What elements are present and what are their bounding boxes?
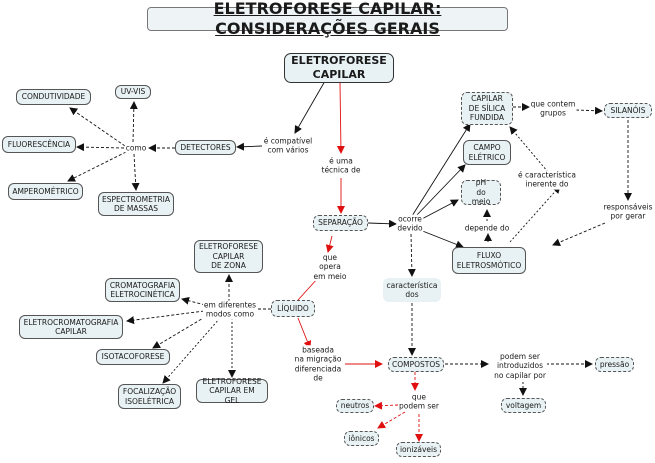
node-amperometrico[interactable]: AMPEROMÉTRICO [8,183,83,200]
link [76,143,125,152]
node-eletroforese-gel[interactable]: ELETROFORESE CAPILAR EM GEL [196,377,268,405]
link [297,277,319,301]
node-ph[interactable]: pH do meio [461,178,501,206]
node-separacao[interactable]: SEPARAÇÃO [313,215,368,231]
label-depende: depende do [463,223,511,233]
label-opera: que opera em meio [312,252,348,282]
node-eletroforese-zona[interactable]: ELETROFORESE CAPILAR DE ZONA [194,240,263,273]
link [181,296,206,306]
label-contem: que contem grupos [529,99,577,119]
node-liquido[interactable]: LÍQUIDO [271,300,315,317]
node-fluorescencia[interactable]: FLUORESCÊNCIA [2,136,76,153]
link [152,313,211,349]
page-title: ELETROFORESE CAPILAR: CONSIDERAÇÕES GERA… [147,0,508,38]
node-campo-eletrico[interactable]: CAMPO ELÉTRICO [463,140,511,165]
link [411,123,471,217]
link [162,317,221,384]
link [413,164,466,219]
label-inerente: é característica inerente do [517,170,577,190]
link [126,310,205,325]
link [129,101,138,143]
node-fluxo-eletrosmotico[interactable]: FLUXO ELETROSMÓTICO [452,247,526,274]
node-cromatografia-eletrocinetica[interactable]: CROMATOGRAFIA ELETROCINÉTICA [105,278,180,302]
link [552,222,606,246]
label-modos: em diferentes modos como [202,300,258,320]
link [297,317,312,349]
label-introduzidos: podem ser introduzidos no capilar por [493,351,547,381]
node-eletrocromatografia[interactable]: ELETROCROMATOGRAFIA CAPILAR [19,315,123,339]
link [575,106,603,115]
label-podem-ser: que podem ser [397,392,441,412]
node-neutros[interactable]: neutros [336,399,374,413]
node-focalizacao[interactable]: FOCALIZAÇÃO ISOELÉTRICA [118,384,181,409]
link [419,229,464,249]
node-condutividade[interactable]: CONDUTIVIDADE [16,89,91,105]
label-como: como [124,143,148,153]
link [325,235,334,253]
link [67,151,127,182]
node-detectores[interactable]: DETECTORES [175,140,236,155]
node-caracteristica-dos[interactable]: característica dos [383,278,441,302]
node-ionicos[interactable]: iônicos [344,431,379,446]
label-tecnica: é uma técnica de [320,156,362,176]
link [69,107,126,147]
node-ionizaveis[interactable]: ionizáveis [396,442,441,457]
node-espectrometria[interactable]: ESPECTROMETRIA DE MASSAS [98,192,174,216]
node-compostos[interactable]: COMPOSTOS [388,357,444,372]
label-ocorre: ocorre devido [396,214,424,234]
link [377,411,406,429]
node-voltagem[interactable]: voltagem [501,398,546,413]
link [407,233,416,277]
link [131,153,140,191]
link [336,82,345,154]
link [236,142,263,151]
link [367,219,397,228]
label-baseada: baseada na migração diferenciada de [293,345,343,383]
node-isotacoforese[interactable]: ISOTACOFORESE [96,349,170,365]
label-compativel: é compatível com vários [262,136,314,156]
node-pressao[interactable]: pressão [595,357,634,372]
link [509,126,549,173]
link [417,199,459,222]
node-eletroforese-capilar[interactable]: ELETROFORESE CAPILAR [284,53,394,83]
node-capilar-silica[interactable]: CAPILAR DE SÍLICA FUNDIDA [461,92,513,125]
node-silanois[interactable]: SILANÓIS [604,103,652,118]
label-responsaveis: responsáveis por gerar [602,202,654,222]
link [374,401,399,410]
link [294,80,326,134]
node-uv-vis[interactable]: UV-VIS [115,85,151,99]
link [509,185,561,243]
